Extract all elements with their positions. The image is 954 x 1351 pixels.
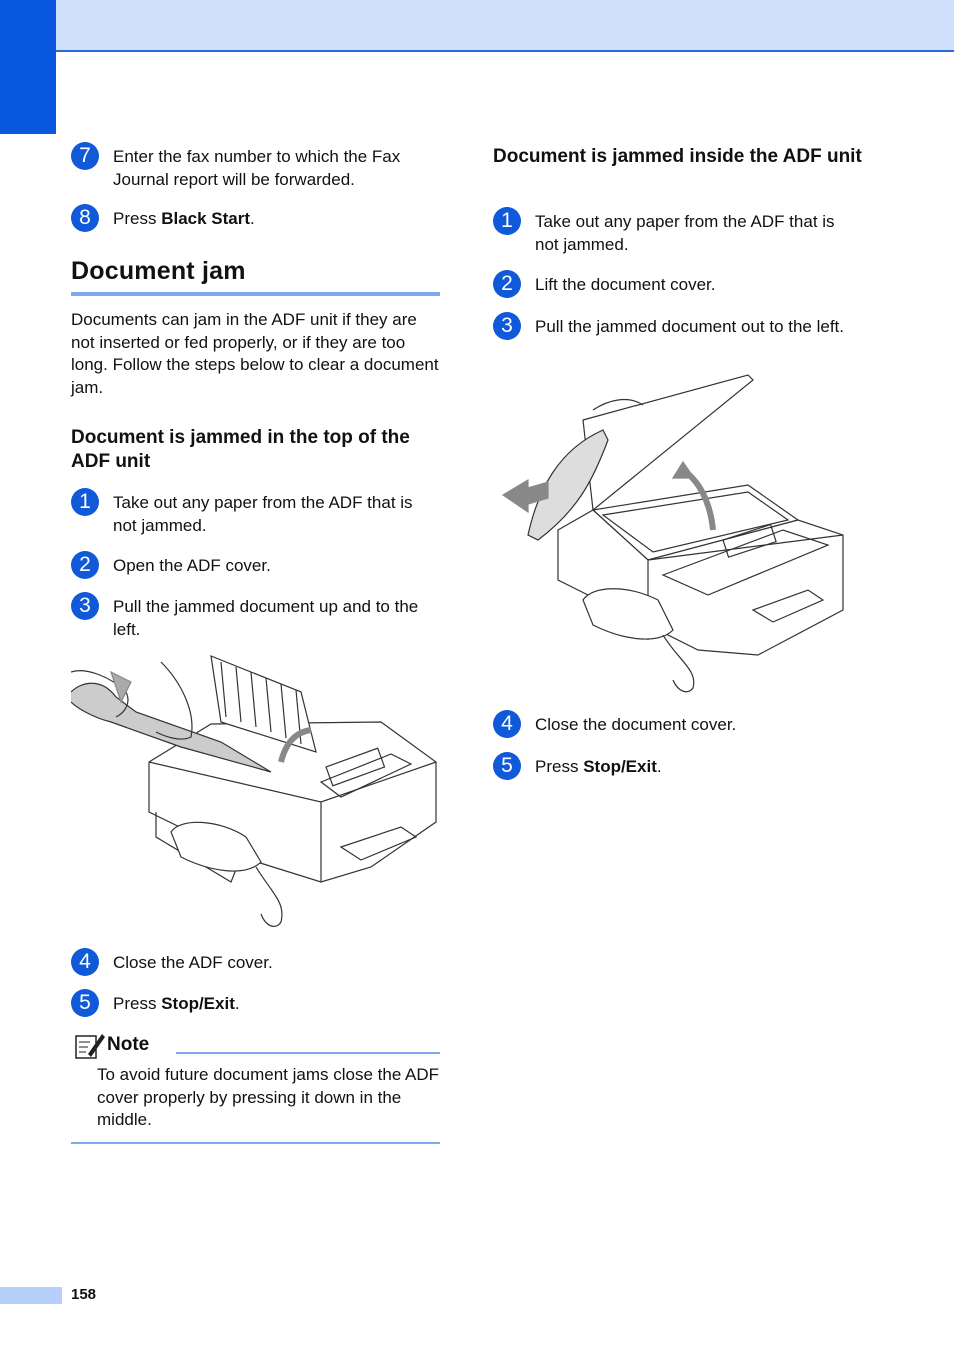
step-number: 1 [71,488,99,516]
header-band [0,0,954,52]
step-text: Press Black Start. [113,209,255,228]
step-number: 3 [493,312,521,340]
page-number: 158 [71,1286,97,1303]
printer-adf-illustration [71,655,437,928]
step-number: 8 [71,204,99,232]
step-text: Take out any paper from the ADF that is … [113,493,413,535]
chapter-tab [0,0,56,134]
step-number: 2 [493,270,521,298]
subheading-top-adf: Document is jammed in the top of the ADF… [71,427,410,472]
step-number: 4 [71,948,99,976]
button-name-stop-exit: Stop/Exit [161,994,235,1013]
step-text: Lift the document cover. [535,275,716,294]
step-text: Enter the fax number to which the Fax Jo… [113,147,401,189]
button-name-black-start: Black Start [161,209,251,228]
step-number: 4 [493,710,521,738]
step-number: 1 [493,207,521,235]
intro-paragraph: Documents can jam in the ADF unit if the… [71,310,439,397]
step-number: 3 [71,592,99,620]
step-text: Close the ADF cover. [113,953,273,972]
footer-band [0,1287,62,1304]
step-text: Pull the jammed document out to the left… [535,317,845,336]
note-bottom-rule [71,1142,440,1144]
note-label: Note [107,1034,150,1055]
subheading-inside-adf: Document is jammed inside the ADF unit [493,146,862,167]
step-text: Press Stop/Exit. [535,757,662,776]
heading-rule [71,292,440,296]
section-heading: Document jam [71,257,246,285]
step-text: Open the ADF cover. [113,556,271,575]
step-number: 2 [71,551,99,579]
step-text: Pull the jammed document up and to the l… [113,597,419,639]
note-rule [176,1052,440,1054]
step-text: Take out any paper from the ADF that is … [535,212,835,254]
step-text: Close the document cover. [535,715,737,734]
note-text: To avoid future document jams close the … [97,1065,440,1129]
printer-document-cover-illustration [501,374,844,693]
note-pencil-icon [75,1034,105,1059]
button-name-stop-exit: Stop/Exit [583,757,657,776]
step-number: 5 [71,989,99,1017]
step-text: Press Stop/Exit. [113,994,240,1013]
step-number: 5 [493,752,521,780]
step-number: 7 [71,142,99,170]
